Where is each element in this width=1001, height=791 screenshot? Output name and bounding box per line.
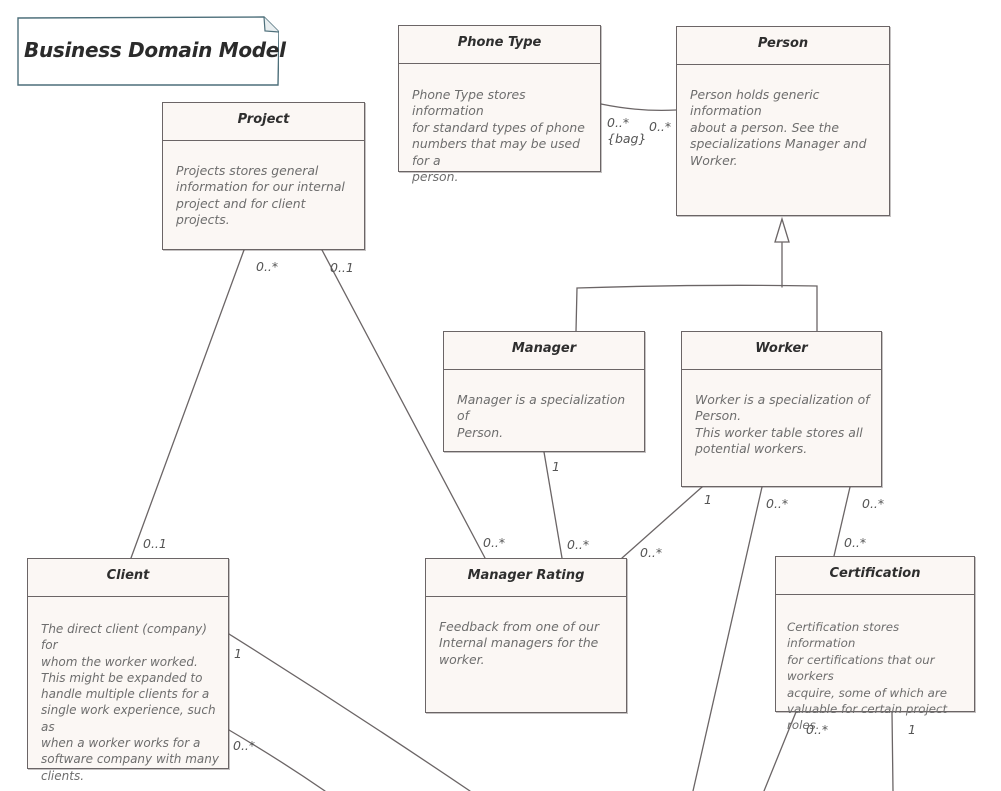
multiplicity-label: 0..* <box>862 496 885 511</box>
class-name: Project <box>237 112 290 127</box>
generalization-arrowhead <box>774 216 790 243</box>
worker-bottom-link <box>692 486 763 791</box>
class-description: Certification stores information for cer… <box>787 620 948 733</box>
class-description: Manager is a specialization of Person. <box>457 392 626 440</box>
client-bottom-link-2 <box>228 729 326 791</box>
class-description: The direct client (company) for whom the… <box>41 622 219 783</box>
multiplicity-label: 1 <box>552 459 560 474</box>
multiplicity-label: 1 <box>234 646 242 661</box>
multiplicity-label: 0..* <box>233 738 256 753</box>
phonetype-person-link <box>600 103 677 112</box>
class-description: Person holds generic information about a… <box>690 87 867 168</box>
client-bottom-link-1 <box>228 633 471 791</box>
class-name: Phone Type <box>457 35 542 50</box>
cert-bottom-link-2 <box>891 711 894 791</box>
multiplicity-label: 0..* <box>766 496 789 511</box>
class-description: Projects stores general information for … <box>176 163 345 228</box>
multiplicity-label: 0..* <box>844 535 867 550</box>
class-name: Certification <box>829 566 921 581</box>
class-name: Manager <box>511 341 577 356</box>
multiplicity-label: 1 <box>908 722 916 737</box>
project-rating-link <box>321 249 486 559</box>
generalization-bar <box>575 284 818 332</box>
note-shape <box>17 16 279 86</box>
manager-rating-link <box>543 451 563 559</box>
multiplicity-label: 0..* <box>256 259 279 274</box>
multiplicity-label: 0..* <box>483 535 506 550</box>
class-name: Worker <box>755 341 808 356</box>
class-name: Manager Rating <box>467 568 585 583</box>
class-name: Person <box>757 36 809 51</box>
class-description: Phone Type stores information for standa… <box>412 87 585 185</box>
title-note <box>17 16 279 86</box>
class-manager-rating[interactable]: Manager Rating Feedback from one of our … <box>425 558 627 713</box>
class-description: Feedback from one of our Internal manage… <box>439 619 600 667</box>
diagram-title: Business Domain Model <box>24 38 286 62</box>
multiplicity-label: 0..1 <box>143 536 167 551</box>
multiplicity-label: 0..1 <box>330 260 354 275</box>
class-project[interactable]: Project Projects stores general informat… <box>162 102 365 250</box>
worker-cert-link <box>833 486 851 557</box>
project-client-link <box>130 249 245 559</box>
class-name: Client <box>106 568 150 583</box>
cert-bottom-link-1 <box>763 711 797 791</box>
class-certification[interactable]: Certification Certification stores infor… <box>775 556 975 732</box>
class-client[interactable]: Client The direct client (company) for w… <box>27 558 229 783</box>
multiplicity-label: 1 <box>704 492 712 507</box>
multiplicity-label: 0..* <box>649 119 672 134</box>
multiplicity-label: 0..* {bag} <box>607 115 647 146</box>
class-person[interactable]: Person Person holds generic information … <box>676 26 890 216</box>
class-phone-type[interactable]: Phone Type Phone Type stores information… <box>398 25 601 184</box>
class-description: Worker is a specialization of Person. Th… <box>695 392 870 457</box>
multiplicity-label: 0..* <box>567 537 590 552</box>
multiplicity-label: 0..* <box>806 722 829 737</box>
class-worker[interactable]: Worker Worker is a specialization of Per… <box>681 331 882 487</box>
class-manager[interactable]: Manager Manager is a specialization of P… <box>443 331 645 452</box>
worker-rating-link <box>621 486 703 559</box>
multiplicity-label: 0..* <box>640 545 663 560</box>
